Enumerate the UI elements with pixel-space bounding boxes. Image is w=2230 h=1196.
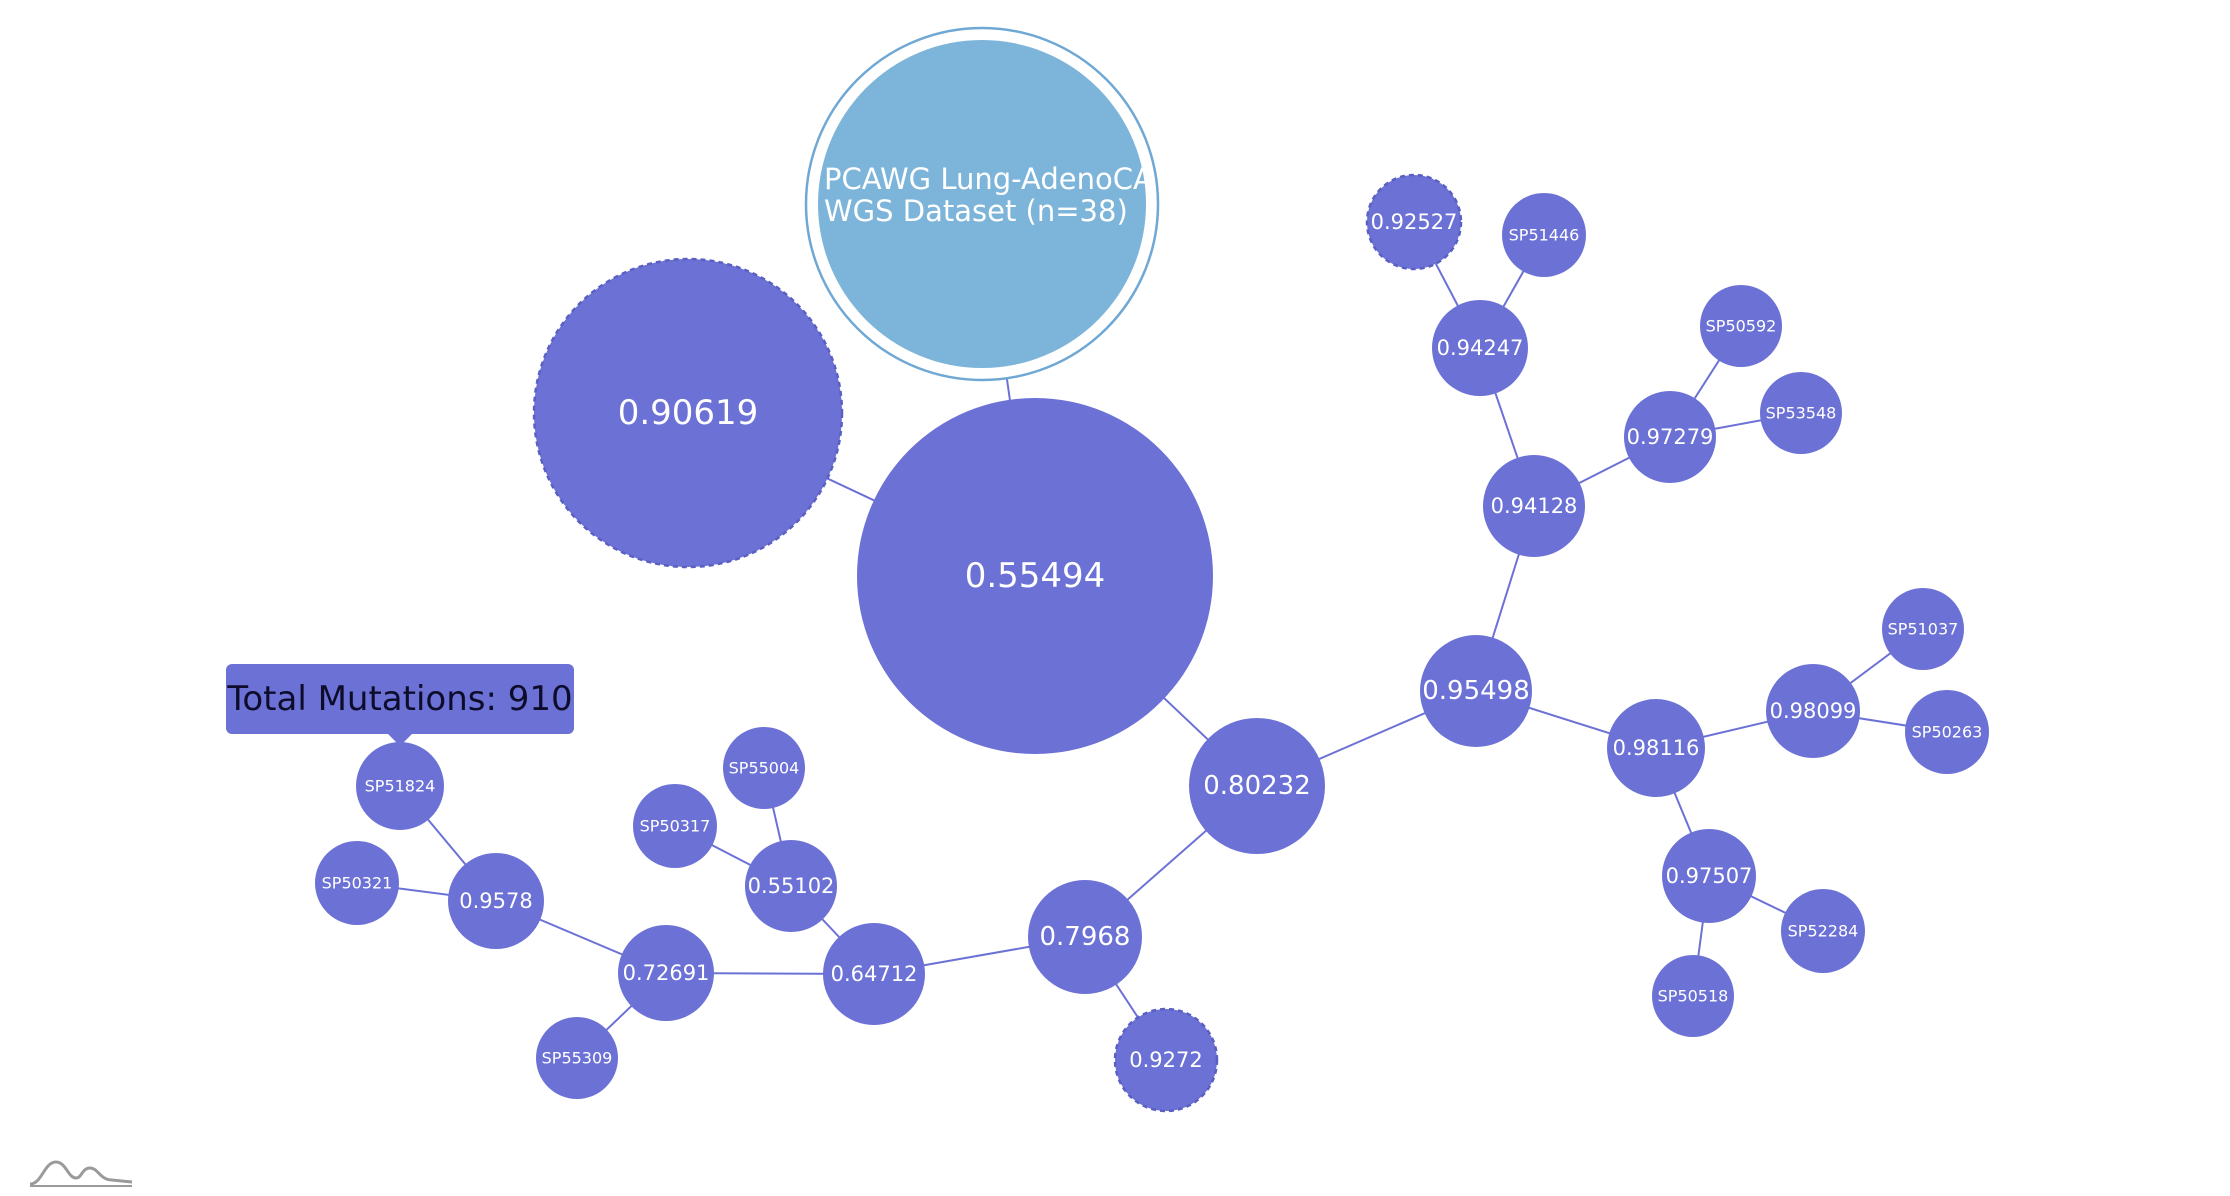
node-0.98099[interactable]: 0.98099 xyxy=(1766,664,1860,758)
node-label: 0.97507 xyxy=(1666,864,1753,888)
node-SP50592[interactable]: SP50592 xyxy=(1700,285,1782,367)
node-circle[interactable] xyxy=(532,257,844,569)
node-circle[interactable] xyxy=(1420,635,1532,747)
node-circle[interactable] xyxy=(723,727,805,809)
node-0.98116[interactable]: 0.98116 xyxy=(1607,699,1705,797)
node-label: 0.55102 xyxy=(748,874,835,898)
node-circle[interactable] xyxy=(745,840,837,932)
node-0.9578[interactable]: 0.9578 xyxy=(448,853,544,949)
node-label: 0.9578 xyxy=(459,889,532,913)
node-SP50263[interactable]: SP50263 xyxy=(1905,690,1989,774)
node-label: 0.97279 xyxy=(1627,425,1714,449)
node-label: 0.7968 xyxy=(1040,922,1131,952)
node-circle[interactable] xyxy=(1766,664,1860,758)
root-title-title_line1: PCAWG Lung-AdenoCA xyxy=(824,162,1153,196)
node-circle[interactable] xyxy=(857,398,1213,754)
node-label: SP53548 xyxy=(1766,404,1837,423)
node-label: 0.9272 xyxy=(1129,1048,1202,1072)
node-0.94128[interactable]: 0.94128 xyxy=(1483,455,1585,557)
node-SP53548[interactable]: SP53548 xyxy=(1760,372,1842,454)
node-0.55102[interactable]: 0.55102 xyxy=(745,840,837,932)
node-label: 0.90619 xyxy=(618,393,759,433)
node-label: SP55309 xyxy=(542,1049,613,1068)
node-circle[interactable] xyxy=(633,784,717,868)
node-circle[interactable] xyxy=(1113,1007,1219,1113)
node-SP55309[interactable]: SP55309 xyxy=(536,1017,618,1099)
node-circle[interactable] xyxy=(1365,173,1463,271)
node-label: SP51446 xyxy=(1509,226,1580,245)
node-label: 0.95498 xyxy=(1422,676,1530,706)
node-0.7968[interactable]: 0.7968 xyxy=(1028,880,1142,994)
node-circle[interactable] xyxy=(1189,718,1325,854)
node-label: 0.72691 xyxy=(623,961,710,985)
node-0.94247[interactable]: 0.94247 xyxy=(1432,300,1528,396)
node-SP50317[interactable]: SP50317 xyxy=(633,784,717,868)
node-0.97507[interactable]: 0.97507 xyxy=(1662,829,1756,923)
node-circle[interactable] xyxy=(1607,699,1705,797)
node-label: SP55004 xyxy=(729,759,800,778)
node-circle[interactable] xyxy=(315,841,399,925)
chart-logo-icon xyxy=(29,1160,133,1187)
node-SP51824[interactable]: SP51824 xyxy=(356,742,444,830)
node-SP52284[interactable]: SP52284 xyxy=(1781,889,1865,973)
node-0.92527[interactable]: 0.92527 xyxy=(1365,173,1463,271)
node-label: SP50518 xyxy=(1658,987,1729,1006)
node-label: 0.94128 xyxy=(1491,494,1578,518)
node-circle[interactable] xyxy=(1652,955,1734,1037)
node-0.97279[interactable]: 0.97279 xyxy=(1624,391,1716,483)
node-0.90619[interactable]: 0.90619 xyxy=(532,257,844,569)
node-label: 0.98116 xyxy=(1613,736,1700,760)
node-circle[interactable] xyxy=(1882,588,1964,670)
node-circle[interactable] xyxy=(1502,193,1586,277)
tooltip-total-mutations: Total Mutations: 910 xyxy=(226,664,574,746)
node-label: SP51824 xyxy=(365,777,436,796)
node-circle[interactable] xyxy=(1662,829,1756,923)
node-0.72691[interactable]: 0.72691 xyxy=(618,925,714,1021)
node-0.9272[interactable]: 0.9272 xyxy=(1113,1007,1219,1113)
node-0.64712[interactable]: 0.64712 xyxy=(823,923,925,1025)
node-0.80232[interactable]: 0.80232 xyxy=(1189,718,1325,854)
node-circle[interactable] xyxy=(1432,300,1528,396)
node-label: 0.98099 xyxy=(1770,699,1857,723)
node-circle[interactable] xyxy=(1905,690,1989,774)
node-circle[interactable] xyxy=(618,925,714,1021)
node-label: 0.92527 xyxy=(1371,210,1458,234)
node-SP51446[interactable]: SP51446 xyxy=(1502,193,1586,277)
node-circle[interactable] xyxy=(1028,880,1142,994)
node-SP50321[interactable]: SP50321 xyxy=(315,841,399,925)
node-label: SP51037 xyxy=(1888,620,1959,639)
node-circle[interactable] xyxy=(1760,372,1842,454)
node-SP51037[interactable]: SP51037 xyxy=(1882,588,1964,670)
node-circle[interactable] xyxy=(823,923,925,1025)
node-circle[interactable] xyxy=(1624,391,1716,483)
node-0.95498[interactable]: 0.95498 xyxy=(1420,635,1532,747)
root-node-circle[interactable] xyxy=(818,40,1146,368)
node-label: 0.80232 xyxy=(1203,771,1311,801)
node-label: SP50321 xyxy=(322,874,393,893)
node-label: SP52284 xyxy=(1788,922,1859,941)
node-SP50518[interactable]: SP50518 xyxy=(1652,955,1734,1037)
node-circle[interactable] xyxy=(448,853,544,949)
node-label: 0.94247 xyxy=(1437,336,1524,360)
node-circle[interactable] xyxy=(356,742,444,830)
node-circle[interactable] xyxy=(1483,455,1585,557)
node-SP55004[interactable]: SP55004 xyxy=(723,727,805,809)
node-circle[interactable] xyxy=(1781,889,1865,973)
node-label: SP50317 xyxy=(640,817,711,836)
node-label: 0.64712 xyxy=(831,962,918,986)
node-circle[interactable] xyxy=(1700,285,1782,367)
root-title-title_line2: WGS Dataset (n=38) xyxy=(824,194,1128,228)
node-label: SP50592 xyxy=(1706,317,1777,336)
node-label: 0.55494 xyxy=(965,556,1106,596)
node-circle[interactable] xyxy=(536,1017,618,1099)
node-0.55494[interactable]: 0.55494 xyxy=(857,398,1213,754)
node-label: SP50263 xyxy=(1912,723,1983,742)
